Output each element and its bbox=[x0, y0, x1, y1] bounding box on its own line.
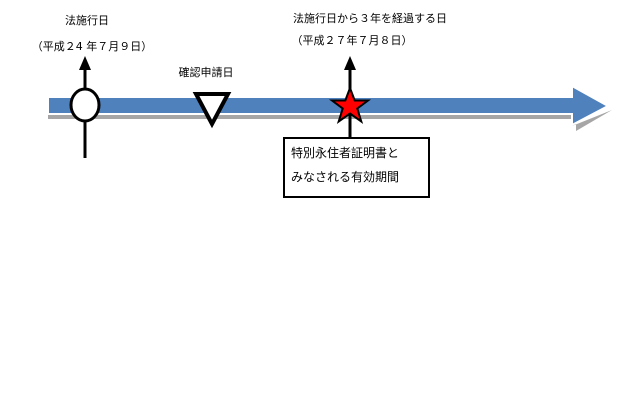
enforcement-date-value: （平成２4 年７月９日） bbox=[31, 40, 153, 53]
validity-period-box: 特別永住者証明書と みなされる有効期間 bbox=[283, 137, 430, 198]
three-years-date-title: 法施行日から３年を経過する日 bbox=[293, 12, 447, 25]
enforcement-date-title: 法施行日 bbox=[65, 14, 109, 27]
validity-line-1: 特別永住者証明書と bbox=[291, 146, 400, 160]
star-marker bbox=[328, 85, 372, 125]
three-years-arrowhead bbox=[344, 56, 356, 70]
enforcement-arrowhead bbox=[79, 56, 91, 70]
validity-line-2: みなされる有効期間 bbox=[291, 170, 400, 184]
enforcement-circle-marker bbox=[69, 87, 101, 123]
three-years-date-value: （平成２７年７月８日） bbox=[291, 34, 413, 47]
timeline-shadow bbox=[48, 110, 612, 131]
application-triangle-marker bbox=[192, 92, 232, 129]
application-date-title: 確認申請日 bbox=[178, 66, 234, 79]
timeline-arrow bbox=[47, 84, 611, 127]
